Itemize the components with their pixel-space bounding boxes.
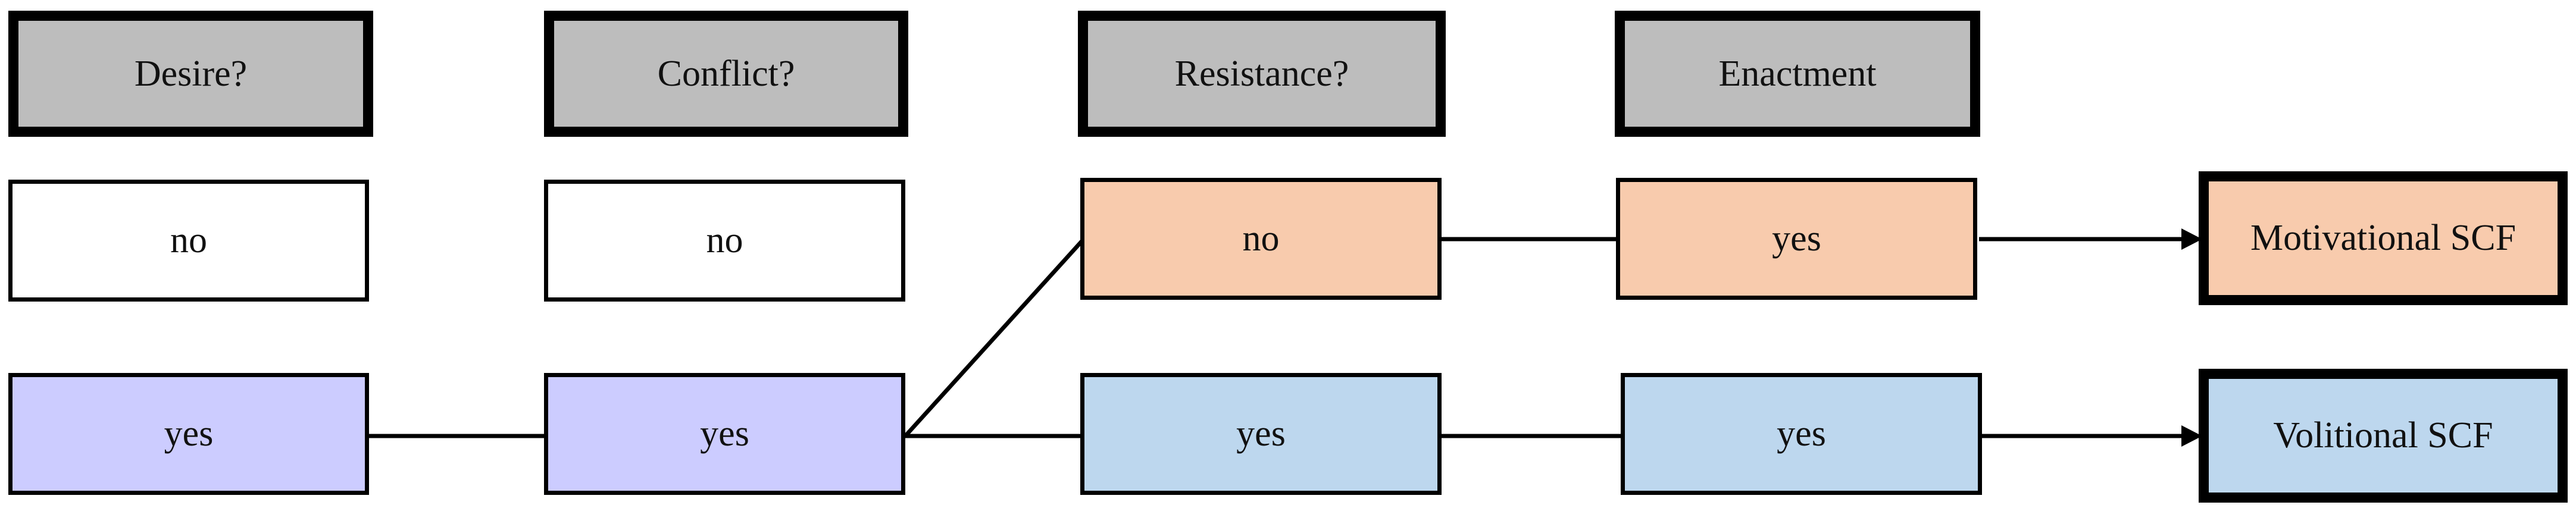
conflict-yes-box: yes — [544, 373, 905, 495]
enactment-yes-box-volitional: yes — [1621, 373, 1982, 495]
arrowhead-volitional — [2181, 425, 2202, 447]
connector-conflict-to-resistance-no — [904, 239, 1084, 438]
outcome-volitional-scf: Volitional SCF — [2199, 369, 2568, 503]
resistance-yes-box: yes — [1080, 373, 1442, 495]
header-desire: Desire? — [8, 11, 373, 137]
desire-yes-box: yes — [8, 373, 369, 495]
header-enactment: Enactment — [1615, 11, 1980, 137]
desire-no-box: no — [8, 180, 369, 302]
enactment-yes-box-motivational: yes — [1616, 178, 1977, 300]
resistance-no-box: no — [1080, 178, 1442, 300]
conflict-no-box: no — [544, 180, 905, 302]
outcome-motivational-scf: Motivational SCF — [2199, 171, 2568, 305]
arrowhead-motivational — [2181, 228, 2202, 250]
header-resistance: Resistance? — [1078, 11, 1446, 137]
header-conflict: Conflict? — [544, 11, 908, 137]
